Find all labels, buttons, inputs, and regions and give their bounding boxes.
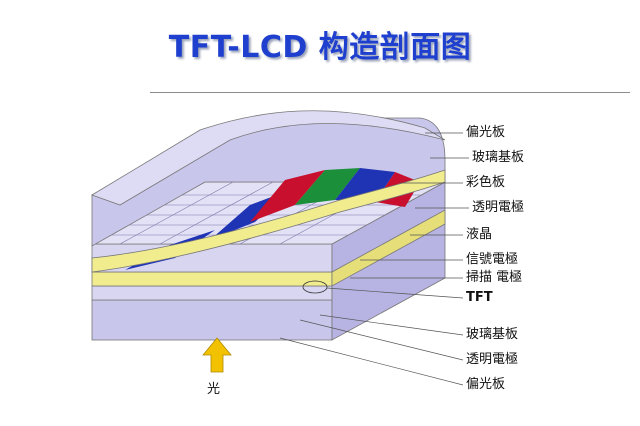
bottom-electrode-front [91, 285, 333, 301]
light-arrow-icon [202, 337, 232, 373]
label-glass-top: 玻璃基板 [472, 150, 525, 165]
title-divider [150, 92, 630, 93]
leader-lines [279, 132, 469, 386]
yellow-layer-front [91, 271, 333, 287]
page-title: TFT-LCD 构造剖面图 [168, 30, 472, 65]
label-tft: TFT [466, 290, 493, 305]
label-transparent-electrode-bottom: 透明電極 [466, 352, 519, 367]
right-side-yellow [331, 209, 446, 287]
label-color-filter: 彩色板 [466, 175, 506, 190]
label-polarizer-bottom: 偏光板 [466, 377, 506, 392]
upper-top-surface [91, 110, 446, 206]
label-signal-electrode: 信號電極 [466, 252, 519, 267]
color-filter-red-1 [250, 170, 325, 222]
color-filter-green-1 [295, 168, 360, 205]
label-polarizer-top: 偏光板 [466, 125, 506, 140]
label-glass-bottom: 玻璃基板 [466, 327, 519, 342]
label-transparent-electrode-top: 透明電極 [472, 200, 525, 215]
label-liquid-crystal: 液晶 [466, 227, 493, 242]
label-scan-electrode: 掃描 電極 [466, 270, 523, 285]
bottom-polarizer-front [91, 299, 333, 341]
tft-highlight-circle [302, 280, 328, 294]
light-label: 光 [207, 382, 221, 397]
liquid-crystal-curve [91, 169, 446, 273]
